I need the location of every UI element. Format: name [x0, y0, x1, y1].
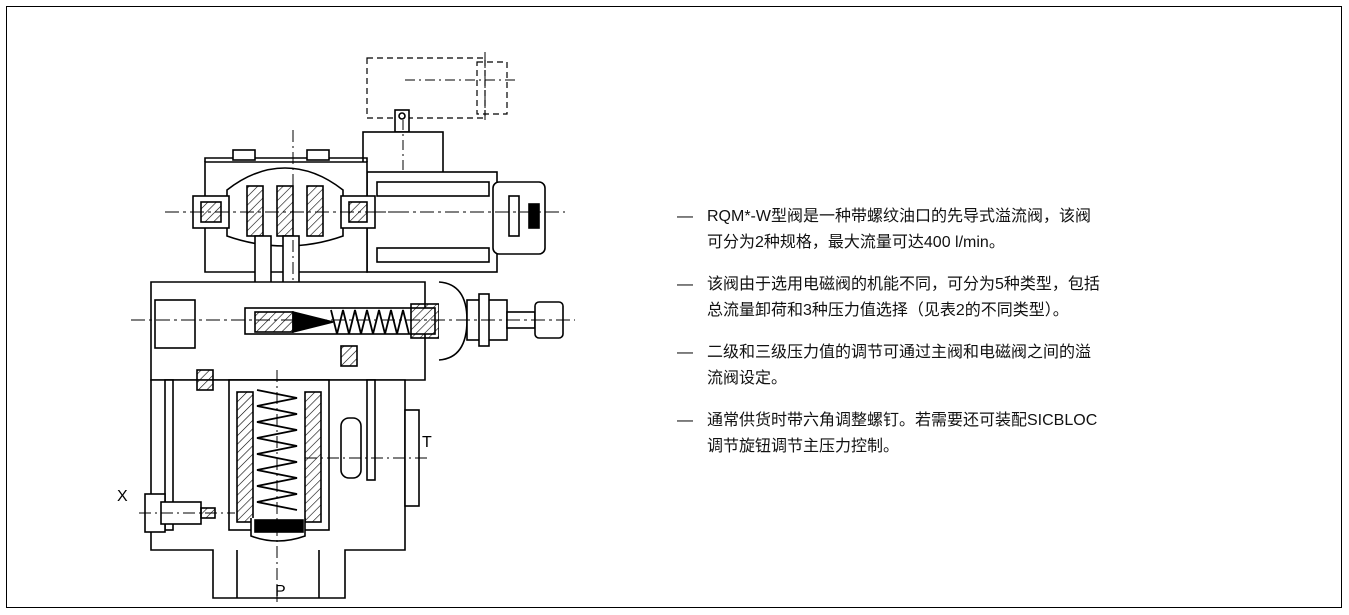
bullet-dash: — — [677, 276, 693, 293]
feature-list: — RQM*-W型阀是一种带螺纹油口的先导式溢流阀，该阀 可分为2种规格，最大流… — [677, 204, 1317, 476]
port-t-label: T — [422, 434, 432, 451]
valve-cross-section-diagram — [131, 52, 575, 602]
feature-text: 该阀由于选用电磁阀的机能不同，可分为5种类型，包括 总流量卸荷和3种压力值选择（… — [707, 276, 1100, 319]
figure-frame — [6, 6, 1342, 608]
bullet-dash: — — [677, 344, 693, 361]
feature-text: 二级和三级压力值的调节可通过主阀和电磁阀之间的溢 流阀设定。 — [707, 344, 1092, 387]
feature-item: — RQM*-W型阀是一种带螺纹油口的先导式溢流阀，该阀 可分为2种规格，最大流… — [677, 204, 1317, 256]
port-p-label: P — [275, 583, 286, 600]
port-x-label: X — [117, 488, 128, 505]
feature-item: — 通常供货时带六角调整螺钉。若需要还可装配SICBLOC 调节旋钮调节主压力控… — [677, 408, 1317, 460]
bullet-dash: — — [677, 412, 693, 429]
feature-item: — 二级和三级压力值的调节可通过主阀和电磁阀之间的溢 流阀设定。 — [677, 340, 1317, 392]
bullet-dash: — — [677, 208, 693, 225]
feature-text: 通常供货时带六角调整螺钉。若需要还可装配SICBLOC 调节旋钮调节主压力控制。 — [707, 412, 1098, 455]
feature-item: — 该阀由于选用电磁阀的机能不同，可分为5种类型，包括 总流量卸荷和3种压力值选… — [677, 272, 1317, 324]
feature-text: RQM*-W型阀是一种带螺纹油口的先导式溢流阀，该阀 可分为2种规格，最大流量可… — [707, 208, 1091, 251]
